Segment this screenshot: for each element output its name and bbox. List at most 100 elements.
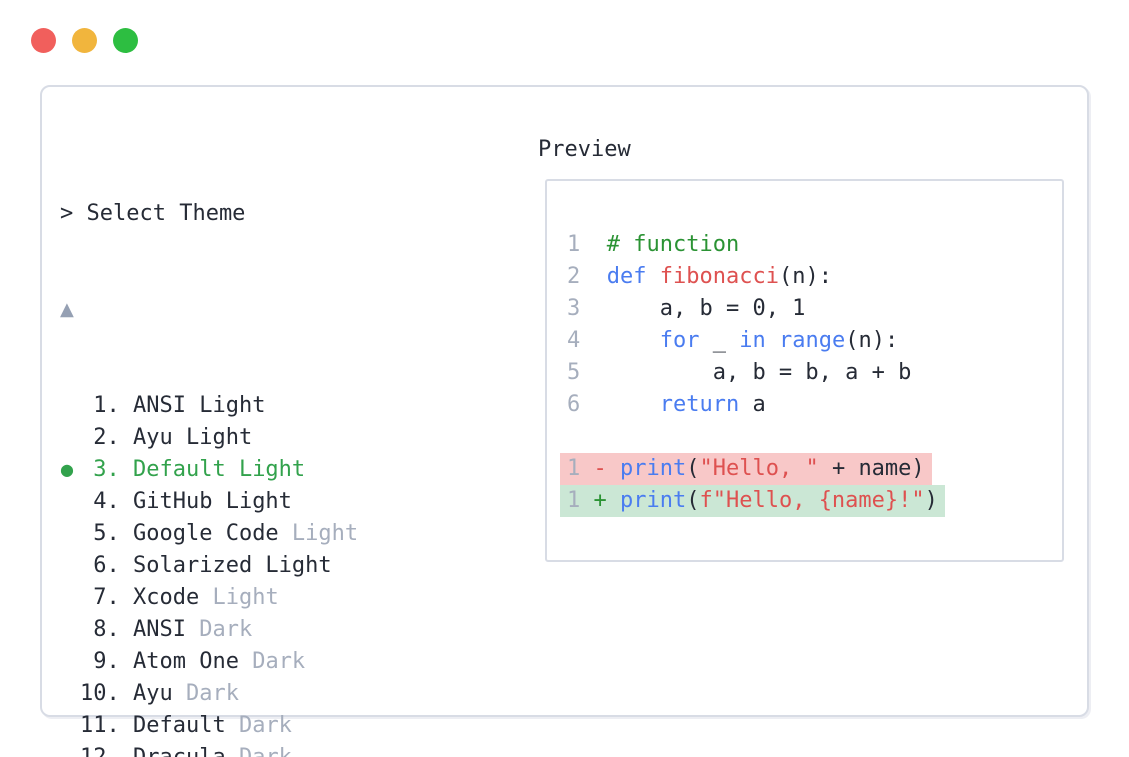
code-token: a, b = 0, 1 (606, 296, 806, 321)
code-token: (n): (778, 264, 832, 289)
code-line: 6 return a (567, 389, 1062, 421)
marker-spacer (60, 582, 80, 614)
code-line: 5 a, b = b, a + b (567, 357, 1062, 389)
code-token: f"Hello, {name}!" (699, 488, 925, 513)
code-token: "Hello, " (699, 456, 819, 481)
theme-item-number: 11. (80, 713, 133, 738)
code-line: 1 - print("Hello, " + name) (560, 453, 1062, 485)
code-token (580, 488, 593, 513)
scroll-up-indicator[interactable]: ▲ (60, 299, 74, 320)
theme-item-variant: Dark (238, 649, 306, 674)
code-token: range (778, 328, 846, 353)
marker-spacer (60, 550, 80, 582)
theme-item-6[interactable]: 6. Solarized Light (60, 550, 841, 582)
theme-item-number: 1. (80, 393, 133, 418)
code-token: + (593, 488, 607, 513)
code-token: fibonacci (659, 264, 779, 289)
code-token: def (606, 264, 647, 289)
code-token: return (659, 392, 740, 417)
theme-item-name: Atom One (132, 649, 239, 674)
code-token (580, 456, 593, 481)
theme-item-variant: Light (278, 521, 359, 546)
code-token: a, b = b, a + b (606, 360, 912, 385)
theme-item-3[interactable]: ● 3. Default Light (60, 454, 841, 486)
theme-item-name: Google Code (132, 521, 279, 546)
code-token: 1 (567, 488, 581, 513)
minimize-button[interactable] (72, 28, 97, 53)
select-theme-prompt: > Select Theme (60, 201, 246, 226)
theme-item-1[interactable]: 1. ANSI Light (60, 390, 841, 422)
marker-spacer (60, 486, 80, 518)
theme-item-name: ANSI Light (132, 393, 266, 418)
theme-item-10[interactable]: 10. Ayu Dark (60, 678, 841, 710)
code-line: 4 for _ in range(n): (567, 325, 1062, 357)
code-token (607, 488, 620, 513)
code-token (647, 264, 660, 289)
theme-item-variant: Dark (226, 742, 292, 757)
code-token: in (739, 328, 766, 353)
theme-item-number: 3. (80, 457, 133, 482)
code-token: 6 (567, 392, 607, 417)
code-token: 5 (567, 360, 607, 385)
code-token: 4 (567, 328, 607, 353)
theme-item-number: 9. (80, 649, 133, 674)
close-button[interactable] (31, 28, 56, 53)
window-controls (31, 28, 138, 53)
code-token: a (739, 392, 766, 417)
theme-item-number: 12. (80, 742, 133, 757)
theme-item-8[interactable]: 8. ANSI Dark (60, 614, 841, 646)
selected-indicator-icon: ● (60, 460, 74, 479)
theme-item-number: 7. (80, 585, 133, 610)
code-line (567, 421, 1062, 453)
marker-spacer (60, 614, 80, 646)
theme-item-variant: Dark (185, 617, 253, 642)
theme-item-name: Default Light (132, 457, 306, 482)
theme-item-name: Dracula (133, 742, 226, 757)
theme-item-12[interactable]: 12. Dracula Dark (60, 742, 841, 757)
theme-item-11[interactable]: 11. Default Dark (60, 710, 841, 742)
marker-spacer (60, 518, 80, 550)
theme-item-name: Default (132, 713, 226, 738)
code-token: + name) (818, 456, 925, 481)
theme-item-5[interactable]: 5. Google Code Light (60, 518, 841, 550)
code-line-content: 2 def fibonacci(n): (567, 261, 832, 293)
code-token (607, 392, 660, 417)
code-line-content: 5 a, b = b, a + b (567, 357, 911, 389)
code-token: ( (686, 488, 700, 513)
theme-item-name: Xcode (132, 585, 200, 610)
theme-selector-pane: > Select Theme ▲ 1. ANSI Light 2. Ayu Li… (60, 134, 841, 757)
theme-item-7[interactable]: 7. Xcode Light (60, 582, 841, 614)
theme-item-9[interactable]: 9. Atom One Dark (60, 646, 841, 678)
code-line-content: 6 return a (567, 389, 766, 421)
theme-item-number: 2. (80, 425, 133, 450)
code-line-content: 1 # function (567, 229, 739, 261)
code-line: 2 def fibonacci(n): (567, 261, 1062, 293)
theme-item-name: Ayu Light (132, 425, 253, 450)
theme-item-name: Ayu (132, 681, 173, 706)
code-token: 1 (567, 456, 581, 481)
diff-added-line: 1 + print(f"Hello, {name}!") (560, 485, 945, 517)
theme-item-number: 6. (80, 553, 133, 578)
preview-title: Preview (538, 137, 631, 162)
code-line-content: 3 a, b = 0, 1 (567, 293, 805, 325)
marker-spacer (60, 390, 80, 422)
theme-item-name: GitHub Light (132, 489, 292, 514)
zoom-button[interactable] (113, 28, 138, 53)
code-line: 1 # function (567, 229, 1062, 261)
code-token: print (620, 456, 687, 481)
code-token: _ (699, 328, 740, 353)
code-line-content: 4 for _ in range(n): (567, 325, 898, 357)
theme-item-number: 5. (80, 521, 133, 546)
theme-item-2[interactable]: 2. Ayu Light (60, 422, 841, 454)
code-token: 1 (567, 232, 607, 257)
code-token: - (593, 456, 607, 481)
theme-item-number: 8. (80, 617, 133, 642)
code-line: 1 + print(f"Hello, {name}!") (560, 485, 1062, 517)
code-token (607, 456, 620, 481)
code-line: 3 a, b = 0, 1 (567, 293, 1062, 325)
theme-item-4[interactable]: 4. GitHub Light (60, 486, 841, 518)
theme-item-number: 4. (80, 489, 133, 514)
theme-list: 1. ANSI Light 2. Ayu Light● 3. Default L… (60, 390, 841, 757)
